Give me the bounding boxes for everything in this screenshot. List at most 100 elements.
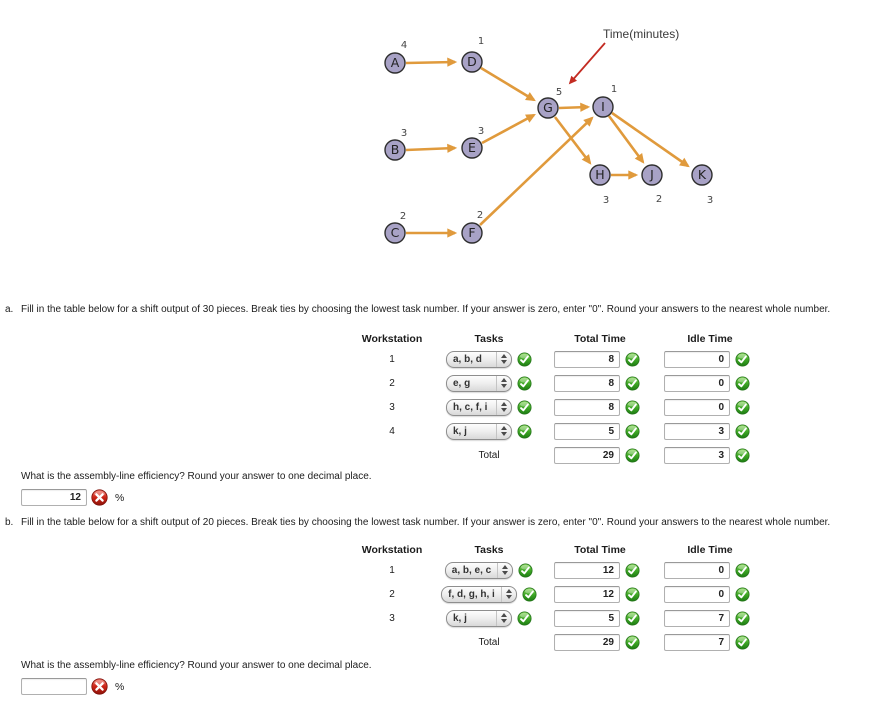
annotation-arrow-icon [568, 42, 606, 85]
node-d: D 1 [461, 36, 484, 73]
idle-time-sum-input[interactable] [664, 633, 730, 651]
node-time: 4 [401, 40, 407, 51]
edge-e-g [481, 113, 536, 145]
correct-icon [517, 424, 532, 439]
correct-icon [517, 352, 532, 367]
tasks-select[interactable]: a, b, d [446, 350, 512, 368]
part-b-table: Workstation Tasks Total Time Idle Time 1… [360, 542, 774, 654]
correct-icon [735, 376, 750, 391]
edge-g-h [553, 116, 592, 165]
part-b-instruction-text: Fill in the table below for a shift outp… [21, 517, 831, 528]
efficiency-question: What is the assembly-line efficiency? Ro… [21, 471, 372, 482]
node-e: E 3 [461, 126, 484, 159]
select-stepper-icon [500, 586, 516, 602]
tasks-select[interactable]: k, j [446, 422, 512, 440]
total-time-input[interactable] [554, 422, 620, 440]
idle-time-input[interactable] [664, 398, 730, 416]
header-total-time: Total Time [574, 333, 626, 345]
idle-time-input[interactable] [664, 422, 730, 440]
table-total-row: Total [360, 443, 774, 467]
node-h: H 3 [589, 164, 611, 206]
node-time: 2 [656, 194, 662, 205]
edge-d-g [480, 66, 536, 102]
node-time: 3 [478, 126, 484, 137]
correct-icon [625, 352, 640, 367]
select-stepper-icon [496, 375, 511, 391]
efficiency-input[interactable] [21, 678, 87, 695]
total-time-input[interactable] [554, 374, 620, 392]
part-a-instruction: a.Fill in the table below for a shift ou… [5, 304, 830, 315]
edge-i-j [607, 115, 645, 164]
part-b-instruction: b.Fill in the table below for a shift ou… [5, 517, 830, 528]
correct-icon [735, 400, 750, 415]
node-time: 1 [611, 84, 617, 95]
header-tasks: Tasks [474, 544, 504, 556]
header-workstation: Workstation [361, 544, 423, 556]
edge-f-i [479, 116, 594, 226]
correct-icon [522, 587, 537, 602]
total-time-input[interactable] [554, 350, 620, 368]
header-idle-time: Idle Time [687, 544, 733, 556]
edge-i-k [611, 111, 690, 168]
total-label: Total [478, 449, 500, 461]
select-stepper-icon [496, 610, 511, 626]
workstation-number: 3 [389, 401, 395, 413]
correct-icon [625, 635, 640, 650]
total-time-input[interactable] [554, 585, 620, 603]
table-row: 3 h, c, f, i [360, 395, 774, 419]
header-idle-time: Idle Time [687, 333, 733, 345]
select-stepper-icon [497, 562, 512, 578]
efficiency-input[interactable] [21, 489, 87, 506]
tasks-select-value: f, d, g, h, i [448, 588, 495, 600]
correct-icon [735, 611, 750, 626]
total-time-input[interactable] [554, 609, 620, 627]
table-total-row: Total [360, 630, 774, 654]
total-time-input[interactable] [554, 398, 620, 416]
header-workstation: Workstation [361, 333, 423, 345]
idle-time-input[interactable] [664, 585, 730, 603]
total-label: Total [478, 636, 500, 648]
correct-icon [517, 400, 532, 415]
percent-label: % [115, 680, 125, 693]
node-letter: I [601, 99, 605, 114]
correct-icon [735, 424, 750, 439]
node-letter: F [468, 225, 475, 240]
node-time: 2 [400, 211, 406, 222]
idle-time-input[interactable] [664, 374, 730, 392]
node-g: G 5 [537, 87, 562, 119]
workstation-number: 1 [389, 564, 395, 576]
correct-icon [517, 376, 532, 391]
select-stepper-icon [496, 423, 511, 439]
tasks-select[interactable]: k, j [446, 609, 512, 627]
idle-time-input[interactable] [664, 561, 730, 579]
part-a-table: Workstation Tasks Total Time Idle Time 1… [360, 331, 774, 467]
table-row: 2 f, d, g, h, i [360, 582, 774, 606]
tasks-select[interactable]: h, c, f, i [446, 398, 512, 416]
tasks-select[interactable]: a, b, e, c [444, 561, 514, 579]
correct-icon [735, 352, 750, 367]
diagram-annotation: Time(minutes) [603, 27, 679, 41]
correct-icon [735, 448, 750, 463]
correct-icon [518, 563, 533, 578]
tasks-select[interactable]: f, d, g, h, i [441, 585, 517, 603]
tasks-select[interactable]: e, g [446, 374, 512, 392]
tasks-select-value: e, g [453, 377, 471, 389]
idle-time-input[interactable] [664, 350, 730, 368]
table-row: 2 e, g [360, 371, 774, 395]
tasks-select-value: k, j [453, 612, 467, 624]
tasks-select-value: k, j [453, 425, 467, 437]
node-b: B 3 [384, 128, 407, 161]
table-header-row: Workstation Tasks Total Time Idle Time [360, 331, 774, 347]
correct-icon [625, 448, 640, 463]
idle-time-input[interactable] [664, 609, 730, 627]
total-time-sum-input[interactable] [554, 446, 620, 464]
part-a-efficiency: What is the assembly-line efficiency? Ro… [21, 471, 372, 506]
total-time-sum-input[interactable] [554, 633, 620, 651]
correct-icon [735, 587, 750, 602]
node-letter: K [698, 167, 707, 182]
node-j: J 2 [641, 164, 663, 205]
idle-time-sum-input[interactable] [664, 446, 730, 464]
total-time-input[interactable] [554, 561, 620, 579]
node-time: 3 [707, 195, 713, 206]
node-time: 3 [401, 128, 407, 139]
